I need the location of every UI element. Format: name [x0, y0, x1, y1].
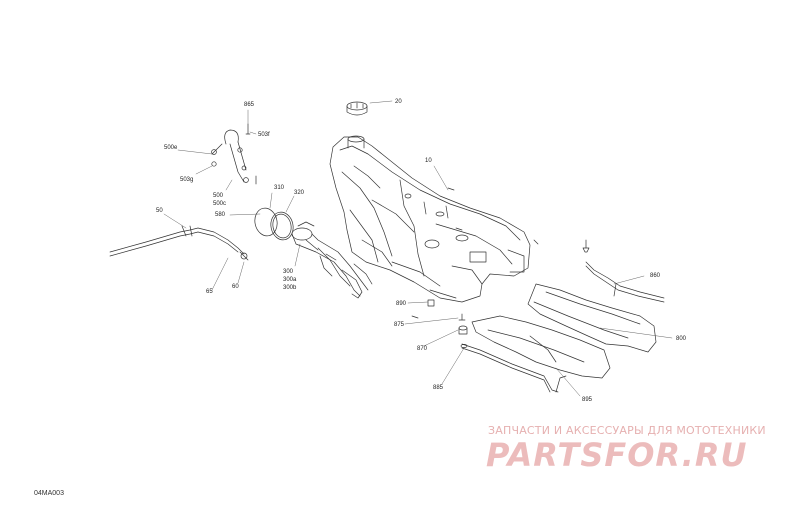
callout-503f: 503f: [258, 132, 270, 138]
seal-rings: [254, 207, 294, 241]
callout-580: 580: [215, 212, 226, 218]
callout-320: 320: [294, 190, 305, 196]
callout-310: 310: [274, 185, 285, 191]
callout-890: 890: [396, 301, 407, 307]
callout-60: 60: [232, 284, 239, 290]
skid-plate-895: [471, 315, 611, 379]
callout-800: 800: [676, 336, 687, 342]
callout-895: 895: [582, 397, 593, 403]
fuel-tank: [329, 135, 531, 303]
watermark-logo: PARTSFOR.RU: [486, 436, 748, 474]
callout-20: 20: [395, 99, 402, 105]
callout-10: 10: [425, 158, 432, 164]
callout-503g: 503g: [180, 177, 194, 183]
callout-875: 875: [394, 322, 405, 328]
fasteners: [411, 187, 590, 348]
vent-hose-assembly: [211, 123, 257, 185]
callout-300b: 300b: [283, 285, 297, 291]
callout-870: 870: [417, 346, 428, 352]
fuel-cap: [346, 101, 368, 116]
callout-50: 50: [156, 208, 163, 214]
callout-860: 860: [650, 273, 661, 279]
watermark-tagline: ЗАПЧАСТИ И АКСЕССУАРЫ ДЛЯ МОТОТЕХНИКИ: [488, 424, 766, 437]
leader-lines: [163, 100, 673, 397]
shield-800: [527, 283, 657, 353]
callout-300: 300: [283, 269, 294, 275]
fuel-line: [109, 225, 249, 261]
callout-500: 500: [213, 193, 224, 199]
callout-65: 65: [206, 289, 213, 295]
drawing-code: 04MA003: [34, 490, 64, 497]
callout-500e: 500e: [164, 145, 178, 151]
callout-865: 865: [244, 102, 255, 108]
callout-500c: 500c: [213, 201, 227, 207]
bracket-885: [461, 343, 567, 393]
callout-300a: 300a: [283, 277, 297, 283]
callout-885: 885: [433, 385, 444, 391]
fuel-pump: [291, 221, 373, 299]
bracket-860: [585, 261, 665, 303]
